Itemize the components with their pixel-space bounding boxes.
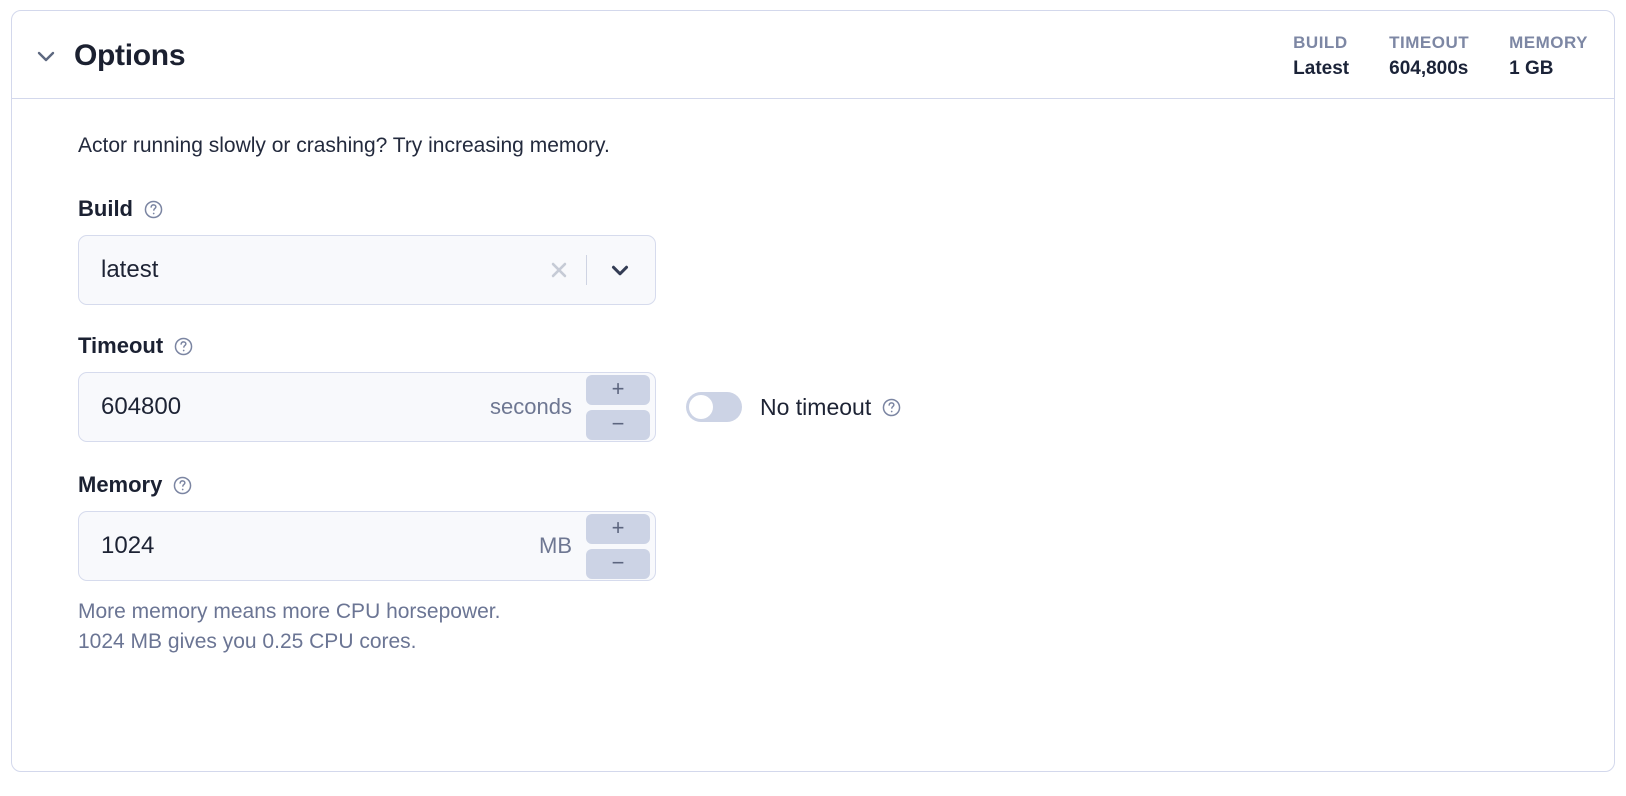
- build-select[interactable]: latest: [78, 235, 656, 306]
- question-circle-icon[interactable]: [143, 199, 164, 220]
- memory-tip-text: Actor running slowly or crashing? Try in…: [78, 134, 610, 157]
- summary-build: BUILD Latest: [1293, 31, 1349, 82]
- no-timeout-label-row: No timeout: [760, 394, 902, 421]
- memory-input-shell[interactable]: 1024 MB + −: [78, 511, 656, 582]
- memory-unit-label: MB: [539, 533, 572, 559]
- memory-hint-text: More memory means more CPU horsepower. 1…: [78, 597, 1614, 657]
- timeout-increment-button[interactable]: +: [586, 374, 650, 405]
- summary-memory-value: 1 GB: [1509, 57, 1554, 79]
- memory-label: Memory: [78, 472, 163, 498]
- close-icon[interactable]: [546, 257, 572, 283]
- question-circle-icon[interactable]: [173, 336, 194, 357]
- options-panel-body: Actor running slowly or crashing? Try in…: [12, 99, 1614, 657]
- memory-input[interactable]: 1024: [101, 532, 155, 560]
- summary-timeout-value: 604,800s: [1389, 57, 1469, 79]
- timeout-input-shell[interactable]: 604800 seconds + −: [78, 372, 656, 443]
- options-panel-header[interactable]: Options BUILD Latest TIMEOUT 604,800s ME…: [12, 11, 1614, 99]
- timeout-controls-row: 604800 seconds + −: [78, 372, 1614, 443]
- memory-increment-button[interactable]: +: [586, 513, 650, 544]
- question-circle-icon[interactable]: [172, 475, 193, 496]
- chevron-down-icon[interactable]: [34, 44, 58, 68]
- select-divider: [586, 255, 587, 286]
- toggle-knob: [689, 395, 713, 420]
- timeout-unit-label: seconds: [490, 394, 572, 420]
- timeout-stepper[interactable]: + −: [586, 374, 650, 440]
- timeout-input[interactable]: 604800: [101, 393, 182, 421]
- options-panel: Options BUILD Latest TIMEOUT 604,800s ME…: [11, 10, 1615, 772]
- page-title: Options: [74, 39, 186, 72]
- timeout-label: Timeout: [78, 333, 164, 359]
- memory-hint-line-2: 1024 MB gives you 0.25 CPU cores.: [78, 630, 417, 653]
- memory-field-group: Memory 1024 MB + −: [78, 472, 1614, 657]
- no-timeout-toggle[interactable]: [686, 392, 742, 423]
- build-select-value[interactable]: latest: [101, 256, 159, 284]
- summary-memory: MEMORY 1 GB: [1509, 31, 1588, 82]
- options-summary: BUILD Latest TIMEOUT 604,800s MEMORY 1 G…: [1293, 31, 1588, 82]
- summary-build-value: Latest: [1293, 57, 1350, 79]
- timeout-label-row: Timeout: [78, 333, 1614, 359]
- summary-timeout-label: TIMEOUT: [1389, 33, 1470, 52]
- summary-memory-label: MEMORY: [1509, 33, 1588, 52]
- summary-timeout: TIMEOUT 604,800s: [1389, 31, 1469, 82]
- memory-hint-line-1: More memory means more CPU horsepower.: [78, 600, 501, 624]
- memory-decrement-button[interactable]: −: [586, 548, 650, 579]
- chevron-down-icon[interactable]: [607, 257, 633, 283]
- timeout-decrement-button[interactable]: −: [586, 409, 650, 440]
- no-timeout-control[interactable]: No timeout: [686, 392, 902, 423]
- build-label-row: Build: [78, 196, 1614, 222]
- timeout-field-group: Timeout 604800 seconds +: [78, 333, 1614, 443]
- memory-decrement-label: −: [611, 549, 625, 575]
- summary-build-label: BUILD: [1293, 33, 1348, 52]
- memory-stepper[interactable]: + −: [586, 513, 650, 579]
- no-timeout-label: No timeout: [760, 393, 872, 420]
- timeout-decrement-label: −: [611, 410, 625, 436]
- timeout-increment-label: +: [611, 375, 625, 401]
- build-label: Build: [78, 196, 133, 222]
- question-circle-icon[interactable]: [881, 397, 902, 418]
- memory-increment-label: +: [611, 514, 625, 540]
- options-header-left[interactable]: Options: [34, 39, 186, 72]
- memory-label-row: Memory: [78, 472, 1614, 498]
- build-field-group: Build latest: [78, 196, 1614, 306]
